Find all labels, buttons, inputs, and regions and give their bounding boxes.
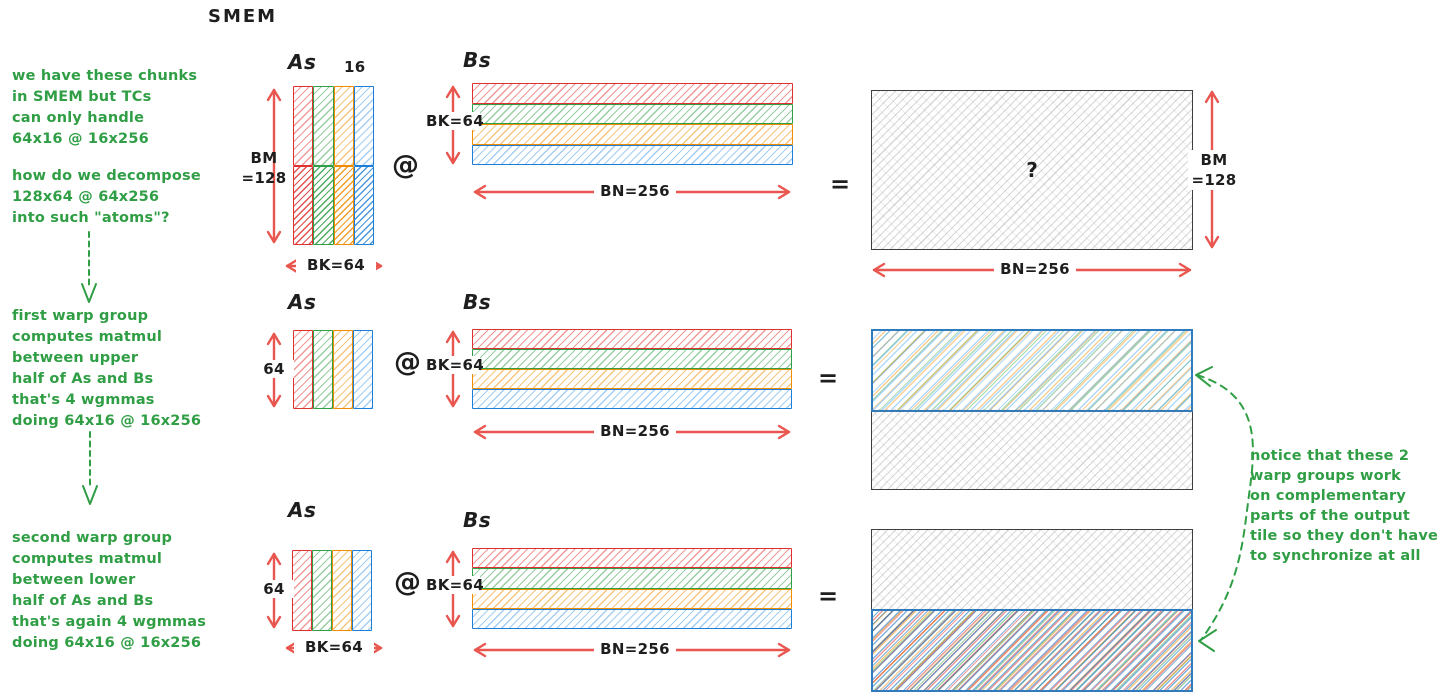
as1-top-green-chunk: [313, 86, 334, 166]
output3-lower-half-active: [871, 609, 1193, 692]
bs3-red-chunk: [472, 548, 792, 569]
as3-green-chunk: [312, 550, 332, 631]
as1-bottom-green-chunk: [313, 165, 334, 245]
as3-bk-label: BK=64: [294, 638, 374, 656]
matmul-at-2: @: [394, 347, 422, 378]
as-label-3: As: [288, 498, 317, 522]
bs3-green-chunk: [472, 568, 792, 589]
bs2-red-chunk: [472, 329, 792, 349]
as2-red-chunk: [293, 330, 313, 409]
out1-bm-label: BM=128: [1188, 150, 1240, 190]
as2-height-label: 64: [254, 360, 294, 378]
bs-label-2: Bs: [463, 290, 492, 314]
bs1-blue-chunk: [472, 144, 793, 165]
matmul-at-1: @: [392, 150, 420, 181]
as1-bottom-blue-chunk: [353, 165, 374, 245]
output-tile-2: [871, 329, 1193, 490]
as-matrix-2: [293, 330, 373, 409]
equals-1: =: [830, 170, 851, 198]
bs1-green-chunk: [472, 103, 793, 124]
green-dashed-arrow-1: [81, 231, 97, 303]
as2-blue-chunk: [353, 330, 373, 409]
bs2-bk-label: BK=64: [424, 356, 484, 374]
output3-upper-half-idle: [872, 530, 1192, 609]
out1-bn-label: BN=256: [994, 260, 1076, 278]
bs-matrix-1: [472, 83, 793, 165]
bs-label-1: Bs: [463, 48, 492, 72]
bs-matrix-3: [472, 548, 792, 629]
as-label-2: As: [288, 290, 317, 314]
output2-lower-half-idle: [872, 409, 1192, 489]
bs3-bk-label: BK=64: [424, 576, 484, 594]
as-label-1: As: [288, 50, 317, 74]
green-curved-arrow: [1195, 366, 1254, 652]
bs3-blue-chunk: [472, 608, 792, 629]
as-matrix-3: [292, 550, 372, 631]
output-question-mark: ?: [1026, 158, 1038, 182]
as3-red-chunk: [292, 550, 312, 631]
as3-blue-chunk: [352, 550, 372, 631]
as2-green-chunk: [313, 330, 333, 409]
output-tile-3: [871, 529, 1193, 692]
bm-arrow-1: [266, 88, 282, 244]
bs2-green-chunk: [472, 349, 792, 369]
bs-matrix-2: [472, 329, 792, 409]
output-tile-1: ?: [871, 90, 1193, 250]
equals-2: =: [818, 364, 839, 392]
as3-orange-chunk: [332, 550, 352, 631]
bs1-bn-label: BN=256: [594, 182, 676, 200]
bm-label-1: BM=128: [241, 149, 287, 187]
bs-label-3: Bs: [463, 508, 492, 532]
output2-upper-half-active: [871, 329, 1193, 412]
as1-bottom-orange-chunk: [333, 165, 354, 245]
bs3-orange-chunk: [472, 588, 792, 609]
bs2-bn-label: BN=256: [594, 422, 676, 440]
as1-top-red-chunk: [293, 86, 314, 166]
as1-bk-label: BK=64: [296, 256, 376, 274]
as2-orange-chunk: [333, 330, 353, 409]
bs1-orange-chunk: [472, 124, 793, 145]
green-dashed-arrow-2: [82, 431, 98, 505]
diagram-title: SMEM: [208, 6, 278, 27]
as1-top-blue-chunk: [353, 86, 374, 166]
as-matrix-1: [293, 86, 374, 245]
as1-top-orange-chunk: [333, 86, 354, 166]
bs1-red-chunk: [472, 83, 793, 104]
equals-3: =: [818, 582, 839, 610]
bs3-bn-label: BN=256: [594, 640, 676, 658]
matmul-at-3: @: [394, 567, 422, 598]
as1-bottom-red-chunk: [293, 165, 314, 245]
bs1-bk-label: BK=64: [424, 112, 484, 130]
as-chunk-width-label: 16: [344, 58, 366, 76]
bs2-blue-chunk: [472, 389, 792, 409]
bs2-orange-chunk: [472, 369, 792, 389]
as3-height-label: 64: [254, 580, 294, 598]
